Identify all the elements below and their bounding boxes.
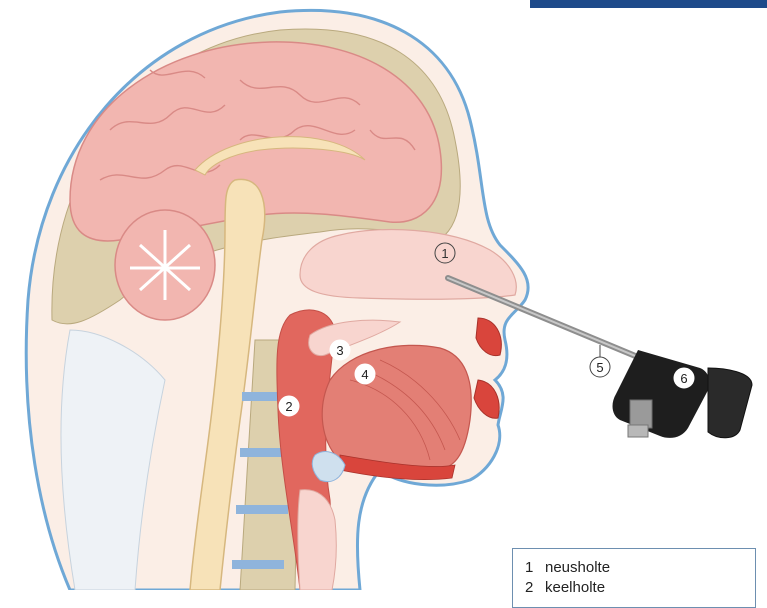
endoscope-eyepiece	[708, 368, 752, 438]
svg-text:1: 1	[441, 246, 448, 261]
legend-text: neusholte	[545, 559, 610, 576]
intervertebral-disc	[232, 560, 284, 569]
callout-2: 2	[279, 396, 299, 416]
legend-text: keelholte	[545, 579, 605, 596]
callout-1: 1	[435, 243, 455, 263]
cerebellum	[115, 210, 215, 320]
svg-text:4: 4	[361, 367, 368, 382]
svg-text:6: 6	[680, 371, 687, 386]
callout-3: 3	[330, 340, 350, 360]
legend-number: 2	[525, 578, 541, 598]
svg-text:5: 5	[596, 360, 603, 375]
callout-6: 6	[674, 368, 694, 388]
callout-5: 5	[590, 345, 610, 377]
callout-4: 4	[355, 364, 375, 384]
light-cable-connector	[630, 400, 652, 428]
svg-text:3: 3	[336, 343, 343, 358]
legend-number: 1	[525, 558, 541, 578]
tongue	[322, 345, 471, 472]
intervertebral-disc	[236, 505, 288, 514]
endoscope-body	[613, 350, 710, 438]
svg-text:2: 2	[285, 399, 292, 414]
head-cross-section-diagram: 1 2 3 4 5 6	[0, 0, 767, 590]
